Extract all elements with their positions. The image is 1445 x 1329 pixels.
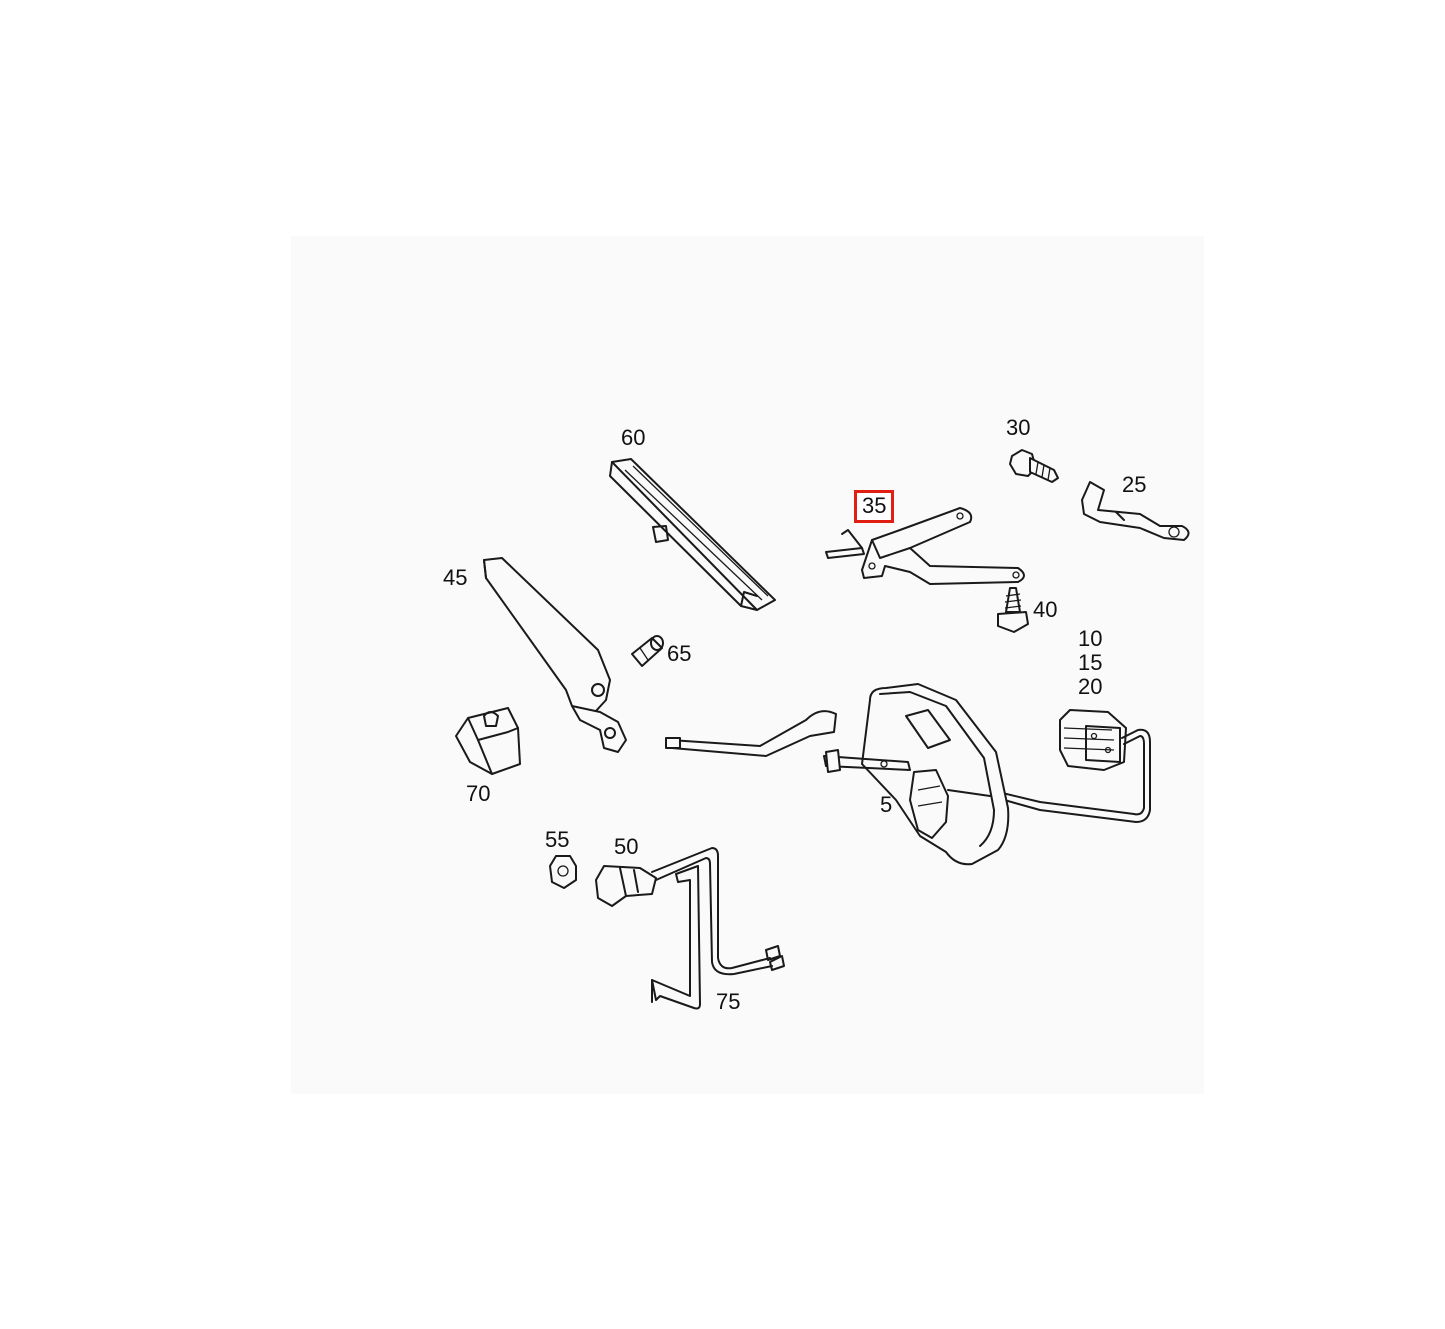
callout-25[interactable]: 25	[1122, 472, 1147, 497]
callout-70[interactable]: 70	[466, 781, 491, 806]
diagram-panel	[291, 236, 1204, 1094]
part-75-hose-line	[651, 847, 785, 1010]
callout-40[interactable]: 40	[1033, 597, 1058, 622]
part-30-bolt	[1009, 449, 1059, 483]
callout-35-highlighted[interactable]: 35	[854, 490, 895, 523]
callout-75[interactable]: 75	[716, 989, 741, 1014]
callout-65[interactable]: 65	[667, 641, 692, 666]
part-50-washer-nozzle	[595, 865, 657, 907]
callout-10[interactable]: 10	[1078, 626, 1103, 651]
part-65-pin	[631, 635, 664, 667]
callout-5[interactable]: 5	[880, 792, 893, 817]
part-60-wiper-blade	[609, 458, 776, 611]
part-10-15-20-rubber-mount	[989, 709, 1151, 823]
callout-50[interactable]: 50	[614, 834, 639, 859]
part-25-clip-bracket	[1081, 481, 1190, 541]
part-45-wiper-arm	[483, 557, 627, 753]
part-70-cover-cap	[455, 707, 521, 775]
part-40-screw	[997, 587, 1029, 633]
callout-15[interactable]: 15	[1078, 650, 1103, 675]
part-55-nut	[549, 855, 577, 889]
callout-45[interactable]: 45	[443, 565, 468, 590]
part-35-mounting-bracket	[825, 507, 1025, 585]
callout-55[interactable]: 55	[545, 827, 570, 852]
callout-30[interactable]: 30	[1006, 415, 1031, 440]
callout-60[interactable]: 60	[621, 425, 646, 450]
callout-20[interactable]: 20	[1078, 674, 1103, 699]
part-5-wiper-motor	[665, 683, 1010, 866]
